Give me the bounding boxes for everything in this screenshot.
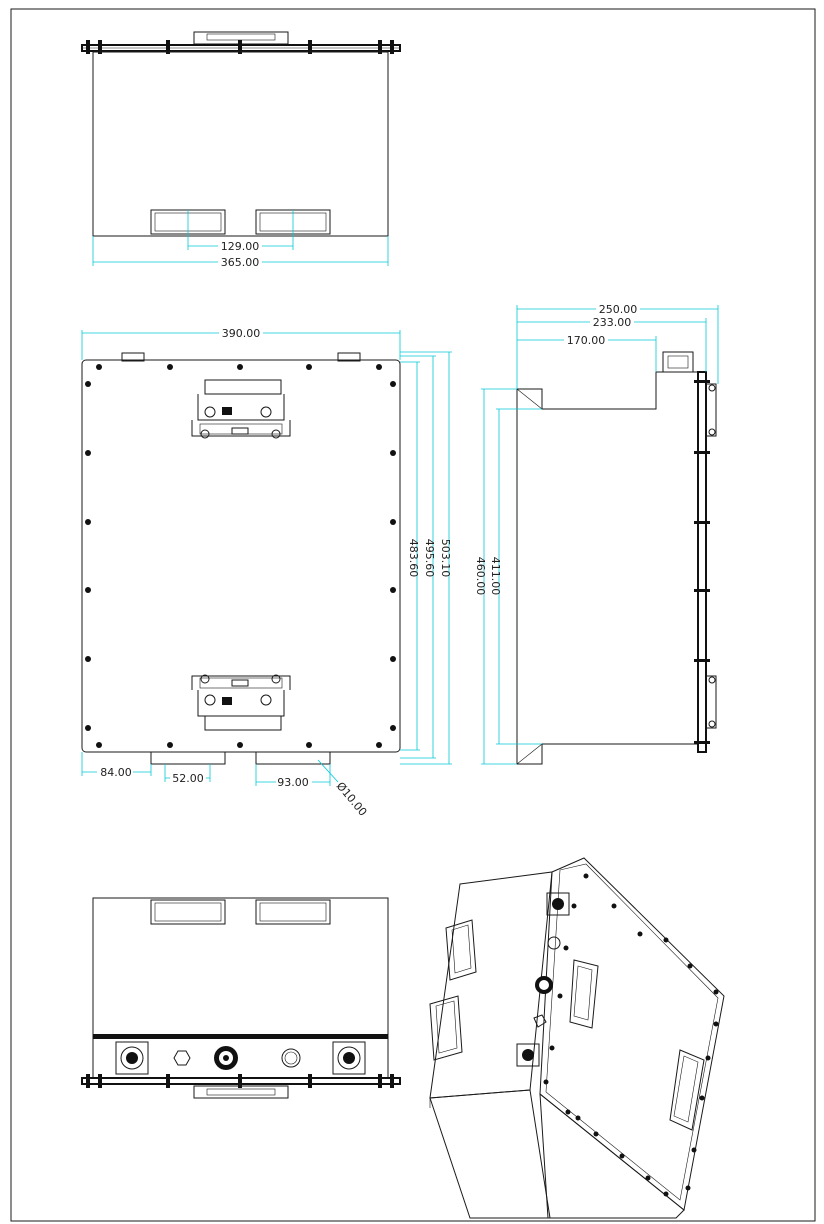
bottom-round-port <box>281 1048 301 1068</box>
front-foot-left <box>150 751 226 765</box>
dim-411: 411.00 <box>489 557 502 596</box>
front-bolts <box>85 364 396 748</box>
iso-view <box>429 857 725 1219</box>
dim-233: 233.00 <box>593 316 632 329</box>
iso-handle-bottom <box>429 995 463 1061</box>
dim-93: 93.00 <box>277 776 309 789</box>
bottom-body <box>92 897 389 1079</box>
side-body <box>516 371 699 765</box>
dim-dia-10: Ø10.00 <box>334 780 370 819</box>
dim-84: 84.00 <box>100 766 132 779</box>
side-connector <box>662 351 694 373</box>
front-foot-right <box>255 751 331 765</box>
side-handle-lower <box>706 675 717 729</box>
iso-handle-top <box>445 919 477 981</box>
front-plate <box>81 359 401 753</box>
side-bolts <box>694 380 710 744</box>
dim-129: 129.00 <box>221 240 260 253</box>
dim-250: 250.00 <box>599 303 638 316</box>
dim-495: 495.60 <box>423 539 436 578</box>
flange-bolts <box>86 40 394 54</box>
dim-170: 170.00 <box>567 334 606 347</box>
dim-52: 52.00 <box>172 772 204 785</box>
front-handle-upper <box>191 379 291 439</box>
bottom-vent <box>173 1050 191 1066</box>
dim-503: 503.10 <box>439 539 452 578</box>
bottom-connector-left <box>115 1041 149 1075</box>
bottom-view <box>81 897 401 1099</box>
dim-365: 365.00 <box>221 256 260 269</box>
sheet-border <box>10 8 816 1222</box>
front-view: 390.00 483.60 495.60 503.10 84.00 52.00 … <box>81 327 452 819</box>
bottom-connector-right <box>332 1041 366 1075</box>
dim-460: 460.00 <box>474 557 487 596</box>
top-view: 129.00 365.00 <box>81 31 401 269</box>
iso-bolts <box>543 873 719 1197</box>
front-handle-lower <box>191 674 291 731</box>
side-view: 250.00 233.00 170.00 411.00 460.00 <box>474 303 719 765</box>
side-flange <box>697 371 707 753</box>
dim-483: 483.60 <box>407 539 420 578</box>
dim-390: 390.00 <box>222 327 261 340</box>
top-body <box>92 51 389 237</box>
side-handle-upper <box>706 383 717 437</box>
iso-front-plate <box>539 857 725 1211</box>
